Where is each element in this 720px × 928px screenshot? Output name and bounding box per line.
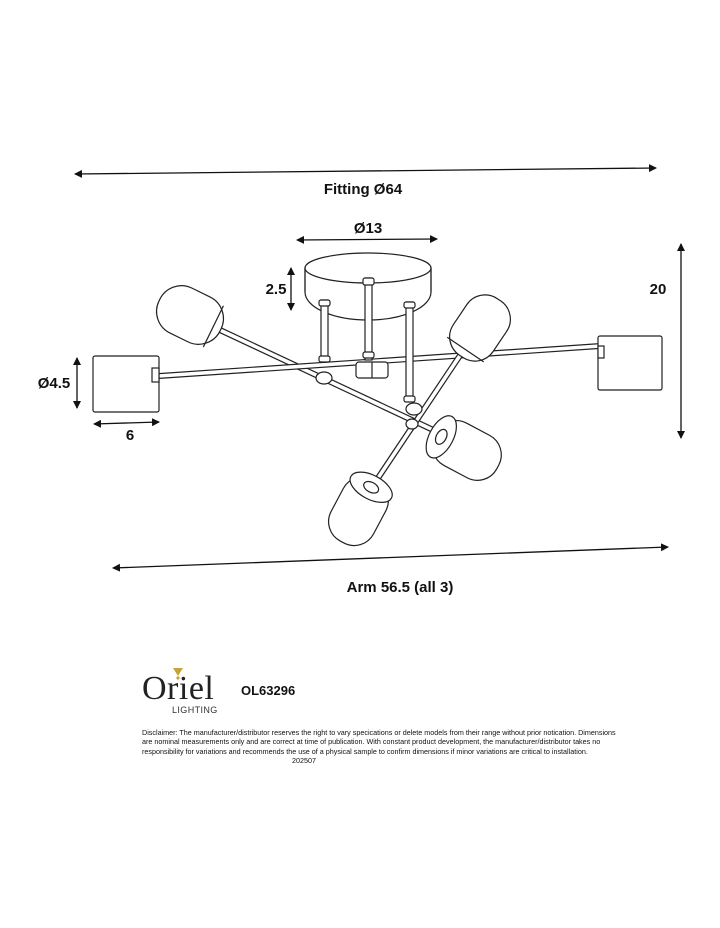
disclaimer-text: Disclaimer: The manufacturer/distributor…: [142, 728, 616, 756]
disclaimer-code: 202507: [292, 756, 316, 766]
shade-diameter-label: Ø4.5: [38, 375, 71, 392]
shade-length-label: 6: [126, 427, 134, 444]
center-joint: [315, 361, 423, 430]
canopy-dimension-line: [296, 235, 438, 244]
brand-name: Oriel: [142, 670, 215, 707]
light-fitting: [92, 252, 663, 547]
shade-bottom: [328, 471, 393, 547]
overall-height-label: 20: [650, 281, 667, 298]
brand-logo: Oriel LIGHTING: [142, 668, 232, 716]
arm-dimension-label: Arm 56.5 (all 3): [347, 579, 454, 596]
dimension-lines: [73, 164, 685, 572]
arm-dimension-line: [112, 543, 669, 572]
fitting-dimension-label: Fitting Ø64: [324, 181, 403, 198]
arm-horizontal: [158, 343, 601, 379]
shade-length-dimension-line: [93, 418, 160, 428]
model-number: OL63296: [241, 683, 296, 698]
fitting-dimension-line: [74, 164, 657, 178]
arm-diagonal-front: [367, 343, 470, 492]
shade-upper-right: [446, 294, 511, 363]
shade-left: [92, 355, 160, 413]
arm-diagonal-rear: [218, 327, 448, 439]
disclaimer: Disclaimer: The manufacturer/distributor…: [142, 728, 622, 766]
canopy-dimension-label: Ø13: [354, 220, 382, 237]
shade-right: [597, 335, 663, 391]
lamp-icon: [173, 668, 183, 680]
brand-subtitle: LIGHTING: [172, 705, 218, 715]
shade-lower-right: [425, 415, 502, 481]
shade-upper-left: [155, 285, 225, 348]
canopy-height-label: 2.5: [266, 281, 287, 298]
support-rods: [318, 277, 416, 403]
